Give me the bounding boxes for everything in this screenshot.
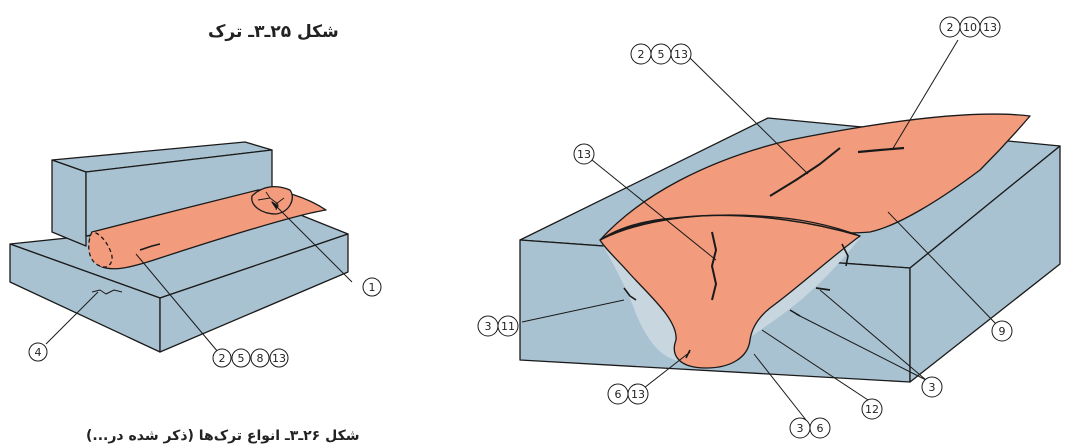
weld-cross-section: [599, 214, 861, 369]
svg-text:4: 4: [35, 346, 42, 359]
svg-text:13: 13: [674, 48, 688, 61]
svg-text:8: 8: [257, 352, 264, 365]
fillet-weld-end-face: [88, 231, 113, 268]
svg-text:13: 13: [577, 148, 591, 161]
svg-text:6: 6: [615, 388, 622, 401]
callout-butt-13: 13: [573, 143, 595, 165]
svg-text:3: 3: [485, 320, 492, 333]
svg-text:2: 2: [638, 48, 645, 61]
fillet-weld-assembly: [9, 141, 353, 353]
callout-fillet-4: 4: [28, 342, 48, 362]
callout-butt-12: 12: [861, 398, 883, 420]
toe-crack-right: [841, 243, 849, 267]
svg-text:1: 1: [369, 281, 376, 294]
callout-butt-3: 3: [921, 376, 943, 398]
svg-text:13: 13: [631, 388, 645, 401]
svg-text:13: 13: [983, 21, 997, 34]
callout-butt-2-5-13: 2 5 13: [630, 43, 692, 65]
svg-text:9: 9: [999, 325, 1006, 338]
svg-text:10: 10: [963, 21, 977, 34]
svg-text:3: 3: [929, 381, 936, 394]
vertical-crack-section: [711, 231, 717, 301]
svg-text:5: 5: [658, 48, 665, 61]
svg-text:2: 2: [219, 352, 226, 365]
callout-butt-3-6: 3 6: [789, 417, 831, 439]
transverse-crack-top: [857, 146, 905, 154]
svg-text:12: 12: [865, 403, 879, 416]
bottom-caption: شکل ۲۶ـ۳ـ انواع ترک‌ها (ذکر شده در...): [86, 428, 360, 444]
callout-butt-9: 9: [991, 320, 1013, 342]
fillet-toe-crack: [91, 289, 123, 295]
svg-text:11: 11: [501, 320, 515, 333]
haz-crack-right-1: [815, 287, 831, 291]
fillet-surface-crack: [139, 243, 161, 251]
svg-text:5: 5: [238, 352, 245, 365]
longitudinal-crack-top: [769, 147, 841, 197]
base-plate-side: [159, 233, 349, 353]
haz-crack-left: [623, 287, 637, 301]
svg-text:13: 13: [272, 352, 286, 365]
figure-title: شکل ۲۵ـ۳ـ ترک: [208, 22, 339, 42]
vertical-plate-front: [51, 159, 87, 247]
callout-butt-2-10-13: 2 10 13: [939, 16, 1001, 38]
svg-text:2: 2: [947, 21, 954, 34]
callout-butt-3-11: 3 11: [477, 315, 519, 337]
plate-side: [909, 145, 1061, 383]
callout-butt-6-13: 6 13: [607, 383, 649, 405]
svg-text:3: 3: [797, 422, 804, 435]
crater-crack: [251, 185, 293, 215]
svg-text:6: 6: [817, 422, 824, 435]
butt-weld-assembly: [519, 39, 1061, 421]
callout-fillet-1: 1: [362, 277, 382, 297]
callout-fillet-2-5-8-13: 2 5 8 13: [212, 348, 289, 368]
